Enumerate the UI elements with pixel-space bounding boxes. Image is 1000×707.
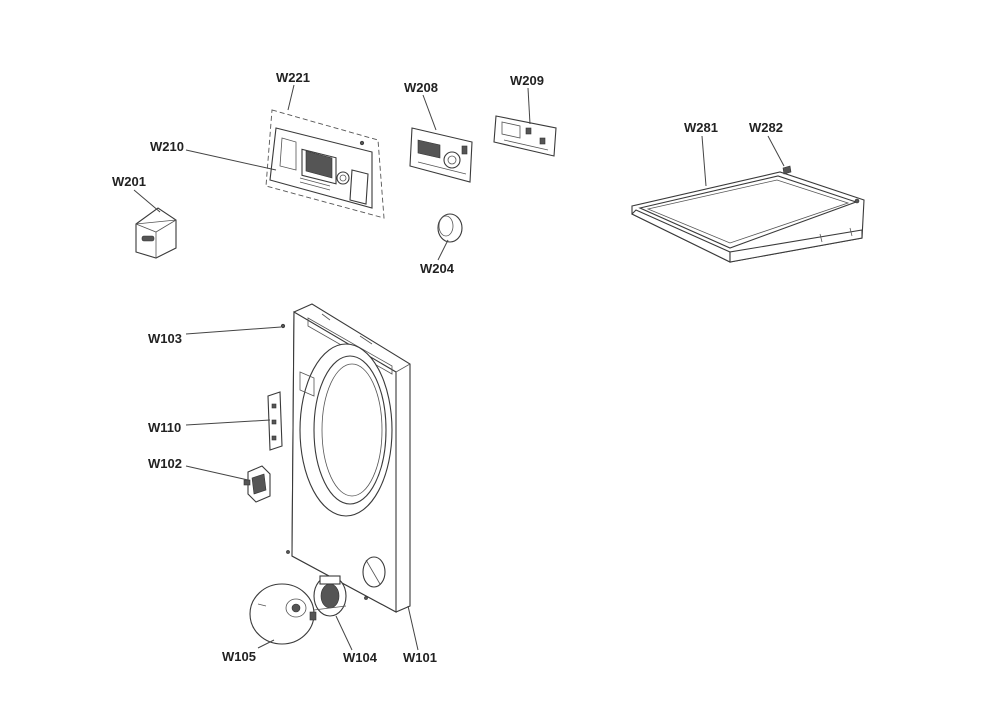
- top-plate-screw: [854, 198, 860, 204]
- screw-w103: [280, 323, 286, 329]
- leader-w282: [767, 135, 785, 167]
- label-w210: W210: [150, 139, 184, 154]
- leader-w101: [407, 605, 419, 651]
- label-w110: W110: [148, 420, 181, 435]
- cover-cap-w105: [249, 583, 317, 645]
- screw-lower: [364, 596, 368, 600]
- leader-w103: [185, 326, 282, 335]
- main-pcb-w208: [409, 127, 473, 183]
- door-lock-w102: [243, 465, 271, 503]
- knob-w204: [437, 213, 463, 243]
- label-w102: W102: [148, 456, 182, 471]
- label-w105: W105: [222, 649, 256, 664]
- drawer-handle-w201: [135, 207, 177, 259]
- leader-w209: [527, 87, 531, 125]
- leader-w204: [437, 239, 449, 261]
- leader-w102: [185, 465, 249, 481]
- top-plate-w281: [631, 171, 865, 263]
- control-panel-w210: [269, 127, 373, 209]
- label-w201: W201: [112, 174, 146, 189]
- label-w103: W103: [148, 331, 182, 346]
- label-w204: W204: [420, 261, 455, 276]
- label-w101: W101: [403, 650, 437, 665]
- label-w221: W221: [276, 70, 310, 85]
- panel-screw: [359, 140, 365, 146]
- pump-housing-w104: [313, 575, 347, 617]
- leader-w104: [335, 615, 353, 651]
- leader-w105: [257, 639, 275, 649]
- leader-w221: [287, 84, 295, 111]
- leader-w201: [133, 189, 161, 213]
- hinge-w110: [267, 391, 283, 451]
- leader-w110: [185, 419, 271, 426]
- leader-w210: [185, 149, 277, 171]
- screw-w282: [782, 165, 792, 175]
- label-w282: W282: [749, 120, 783, 135]
- leader-w208: [422, 94, 437, 131]
- control-panel-assembly-outline: [265, 109, 385, 219]
- label-w209: W209: [510, 73, 544, 88]
- leader-w281: [701, 135, 707, 187]
- label-w281: W281: [684, 120, 718, 135]
- sub-pcb-w209: [493, 115, 557, 157]
- label-w104: W104: [343, 650, 378, 665]
- label-w208: W208: [404, 80, 438, 95]
- screw-lower-left: [286, 550, 290, 554]
- front-panel-w101: [291, 303, 411, 613]
